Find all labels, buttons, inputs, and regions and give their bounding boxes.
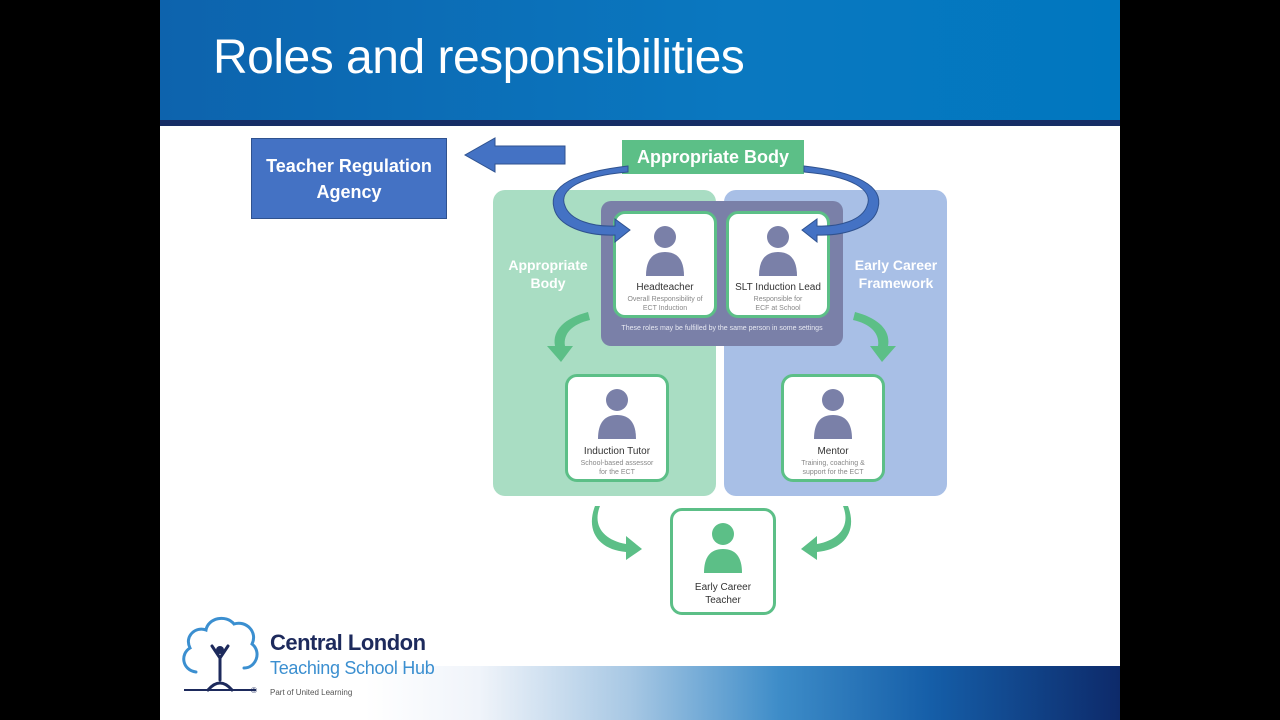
title-rule [160, 120, 1120, 126]
logo-name-line2: Teaching School Hub [270, 658, 435, 678]
shared-roles-note: These roles may be fulfilled by the same… [621, 325, 823, 332]
slide: Roles and responsibilities Appropriate B… [160, 0, 1120, 720]
mentor-desc: Training, coaching & support for the ECT [801, 460, 865, 476]
arrow-from-tutor-to-ect-icon [591, 506, 642, 560]
person-icon [646, 226, 684, 276]
slt-induction-lead-desc: Responsible for ECF at School [753, 296, 803, 312]
headteacher-card: Headteacher Overall Responsibility of EC… [613, 211, 717, 318]
appropriate-body-panel-label: Appropriate Body [508, 257, 588, 291]
appropriate-body-box: Appropriate Body [622, 140, 804, 174]
slt-induction-lead-name: SLT Induction Lead [735, 282, 821, 293]
person-icon [759, 226, 797, 276]
early-career-teacher-name: Early Career Teacher [694, 582, 752, 606]
curved-arrow-left-icon [552, 165, 631, 244]
diagram-arrows [463, 137, 896, 560]
footer-gradient-band [365, 666, 1120, 720]
person-icon [814, 389, 852, 439]
teacher-regulation-agency-box: Teacher Regulation Agency [251, 138, 447, 219]
induction-tutor-name: Induction Tutor [583, 446, 651, 457]
arrow-to-induction-tutor-icon [547, 312, 590, 362]
arrow-to-tra-icon [463, 137, 566, 173]
logo-tagline: Part of United Learning [270, 688, 353, 697]
registered-mark: ® [251, 686, 257, 695]
headteacher-name: Headteacher [636, 282, 694, 293]
arrow-to-mentor-icon [853, 312, 896, 362]
logo-name-line1: Central London [270, 630, 426, 655]
person-icon [598, 389, 636, 439]
induction-tutor-desc: School-based assessor for the ECT [580, 460, 654, 476]
slide-title: Roles and responsibilities [213, 31, 745, 84]
early-career-framework-panel-label: Early Career Framework [854, 257, 938, 291]
mentor-name: Mentor [817, 446, 849, 457]
arrow-from-mentor-to-ect-icon [801, 506, 852, 560]
headteacher-desc: Overall Responsibility of ECT Induction [627, 296, 703, 312]
tree-logo-icon [182, 616, 259, 692]
curved-arrow-right-icon [801, 165, 880, 244]
mentor-card: Mentor Training, coaching & support for … [781, 374, 885, 482]
person-icon [704, 523, 742, 573]
title-banner [160, 0, 1120, 120]
induction-tutor-card: Induction Tutor School-based assessor fo… [565, 374, 669, 482]
early-career-teacher-card: Early Career Teacher [670, 508, 776, 615]
